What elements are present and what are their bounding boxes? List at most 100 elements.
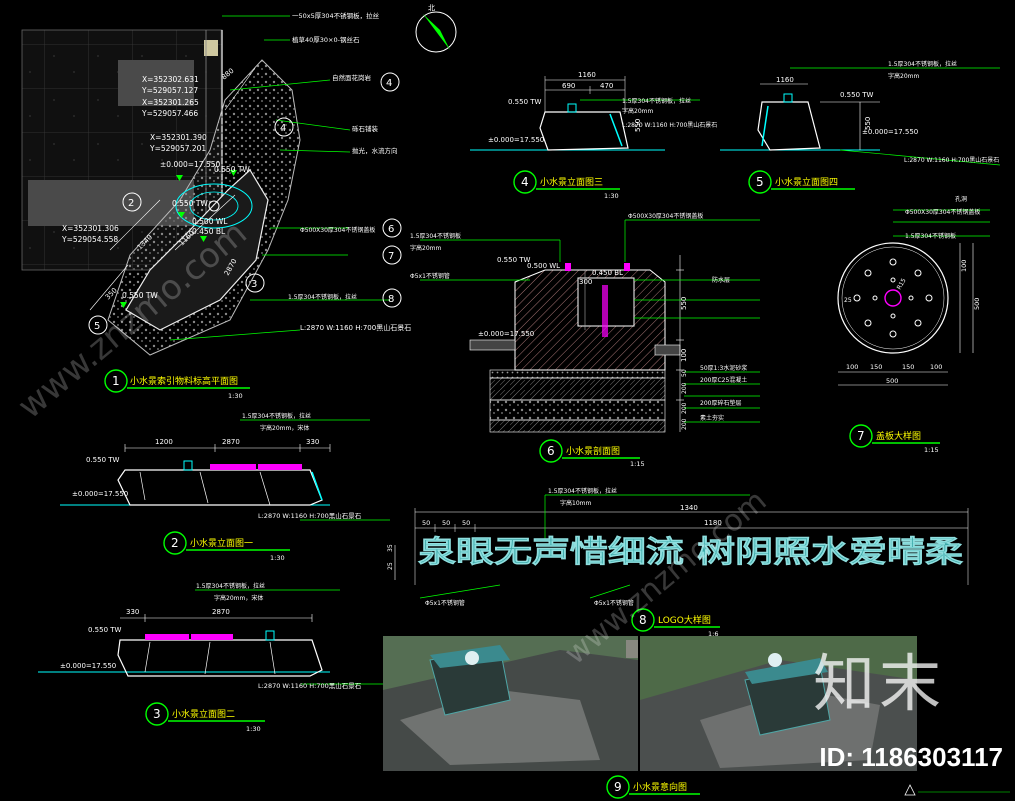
section-dim: 550 bbox=[680, 297, 688, 310]
cover-dim: 100 bbox=[930, 363, 942, 371]
callout-number: 4 bbox=[280, 123, 286, 134]
elev-note: 字高20mm，宋体 bbox=[214, 594, 263, 602]
view-title: 小水景意向图 bbox=[633, 781, 687, 793]
elev-dim: 470 bbox=[600, 82, 613, 90]
section-level: 0.450 BL bbox=[592, 269, 623, 277]
view-number: 4 bbox=[521, 175, 529, 189]
section-note: 防水层 bbox=[712, 276, 730, 284]
elev-dim: 690 bbox=[562, 82, 575, 90]
elev-dim: 330 bbox=[126, 608, 139, 616]
callout-number: 4 bbox=[386, 78, 392, 89]
view-scale: 1:6 bbox=[708, 630, 718, 638]
plan-level: 0.450 BL bbox=[192, 227, 226, 236]
view-number: 8 bbox=[639, 613, 647, 627]
elev-level: ±0.000=17.550 bbox=[72, 490, 128, 498]
logo-dim: 35 bbox=[387, 544, 394, 552]
callout-number: 5 bbox=[94, 321, 100, 332]
elev-note: L:2870 W:1160 H:700黑山石景石 bbox=[258, 511, 362, 520]
view-scale: 1:30 bbox=[604, 192, 619, 200]
cover-note: 1.5厚304不锈钢板 bbox=[905, 232, 956, 240]
plan-dim: 350 bbox=[104, 286, 119, 301]
callout-number: 2 bbox=[128, 198, 134, 209]
view-title: 小水景立面图四 bbox=[775, 176, 838, 188]
section-note: 1.5厚304不锈钢板 bbox=[410, 232, 461, 240]
logo-note: 字高10mm bbox=[560, 499, 591, 507]
plan-dim: 880 bbox=[220, 67, 235, 82]
elev-note: 1.5厚304不锈钢板，拉丝 bbox=[888, 60, 957, 68]
elevation-1 bbox=[60, 419, 390, 555]
logo-dim: 1180 bbox=[704, 519, 722, 527]
elev-dim: 1160 bbox=[776, 76, 794, 84]
north-label: 北 bbox=[428, 4, 435, 12]
logo-dim: 25 bbox=[387, 562, 394, 570]
plan-level: 0.550 TW bbox=[172, 199, 208, 208]
plan-coord: Y=529057.466 bbox=[141, 109, 198, 118]
logo-dim: 50 bbox=[462, 519, 470, 527]
callout-number: 3 bbox=[251, 279, 257, 290]
elev-note: 1.5厚304不锈钢板，拉丝 bbox=[622, 97, 691, 105]
plan-level: 0.550 TW bbox=[214, 165, 250, 174]
plan-dim: 1340 bbox=[136, 233, 154, 251]
elevation-4 bbox=[720, 67, 1001, 194]
plan-coord: X=352301.306 bbox=[62, 224, 119, 233]
cover-radius: R15 bbox=[896, 277, 908, 291]
view-scale: 1:30 bbox=[246, 725, 261, 733]
plan-note: 1.5厚304不锈钢板，拉丝 bbox=[288, 293, 357, 301]
plan-coord: Y=529054.558 bbox=[61, 235, 118, 244]
view-scale: 1:15 bbox=[924, 446, 939, 454]
plan-level: ±0.000=17.550 bbox=[160, 160, 221, 169]
section-note: 字高20mm bbox=[410, 244, 441, 252]
elev-note: 字高20mm bbox=[622, 107, 653, 115]
cover-note: Φ500X30厚304不锈钢盖板 bbox=[905, 208, 980, 216]
watermark-id: ID: 1186303117 bbox=[819, 742, 1003, 772]
view-number: 5 bbox=[756, 175, 764, 189]
section-level: 0.500 WL bbox=[527, 262, 560, 270]
plan-level: 0.550 TW bbox=[122, 291, 158, 300]
elev-dim: 2870 bbox=[212, 608, 230, 616]
plan-coord: Y=529057.201 bbox=[149, 144, 206, 153]
cover-dim: 150 bbox=[870, 363, 882, 371]
cover-dim: 150 bbox=[902, 363, 914, 371]
plan-note: 植草40厚30×0-钢丝石 bbox=[292, 35, 360, 44]
section-note: Φ500X30厚304不锈钢盖板 bbox=[628, 212, 703, 220]
view-title: 小水景立面图三 bbox=[540, 176, 603, 188]
plan-view bbox=[21, 15, 402, 393]
view-title: 盖板大样图 bbox=[876, 430, 921, 442]
logo-note: Φ5x1不锈钢管 bbox=[425, 599, 465, 607]
plan-note: 抛光，水流方向 bbox=[352, 146, 398, 155]
section-view bbox=[420, 219, 760, 463]
elev-level: ±0.000=17.550 bbox=[862, 128, 918, 136]
plan-dim: 2870 bbox=[223, 258, 239, 277]
elev-dim: 1200 bbox=[155, 438, 173, 446]
callout-number: 8 bbox=[388, 294, 394, 305]
cover-dim: 100 bbox=[846, 363, 858, 371]
view-number: 2 bbox=[171, 536, 179, 550]
plan-coord: Y=529057.127 bbox=[141, 86, 198, 95]
plan-level: 0.500 WL bbox=[192, 217, 228, 226]
elev-dim: 1160 bbox=[578, 71, 596, 79]
elev-level: ±0.000=17.550 bbox=[60, 662, 116, 670]
section-dim: 200 bbox=[681, 418, 688, 430]
view-title: LOGO大样图 bbox=[658, 614, 711, 626]
view-title: 小水景立面图一 bbox=[190, 537, 253, 549]
elev-note: L:2870 W:1160 H:700黑山石景石 bbox=[904, 156, 999, 164]
view-number: 7 bbox=[857, 429, 865, 443]
north-arrow-icon bbox=[415, 11, 457, 53]
plan-note: 一50x5厚304不锈钢板，拉丝 bbox=[292, 11, 380, 20]
logo-note: 1.5厚304不锈钢板，拉丝 bbox=[548, 487, 617, 495]
cover-dim: 500 bbox=[886, 377, 898, 385]
callout-number: 6 bbox=[388, 224, 394, 235]
view-number: 6 bbox=[547, 444, 555, 458]
logo-dim: 50 bbox=[442, 519, 450, 527]
view-number: 3 bbox=[153, 707, 161, 721]
elev-note: 字高20mm，宋体 bbox=[260, 424, 309, 432]
view-title: 小水景索引物料标高平面图 bbox=[130, 375, 238, 387]
section-note: 200厚碎石垫层 bbox=[700, 399, 741, 407]
elev-note: 1.5厚304不锈钢板，拉丝 bbox=[242, 412, 311, 420]
elev-level: 0.550 TW bbox=[508, 98, 542, 106]
elev-level: 0.550 TW bbox=[840, 91, 874, 99]
elev-note: L:2870 W:1160 H:700黑山石景石 bbox=[258, 681, 362, 690]
section-dim: 200 bbox=[681, 382, 688, 394]
